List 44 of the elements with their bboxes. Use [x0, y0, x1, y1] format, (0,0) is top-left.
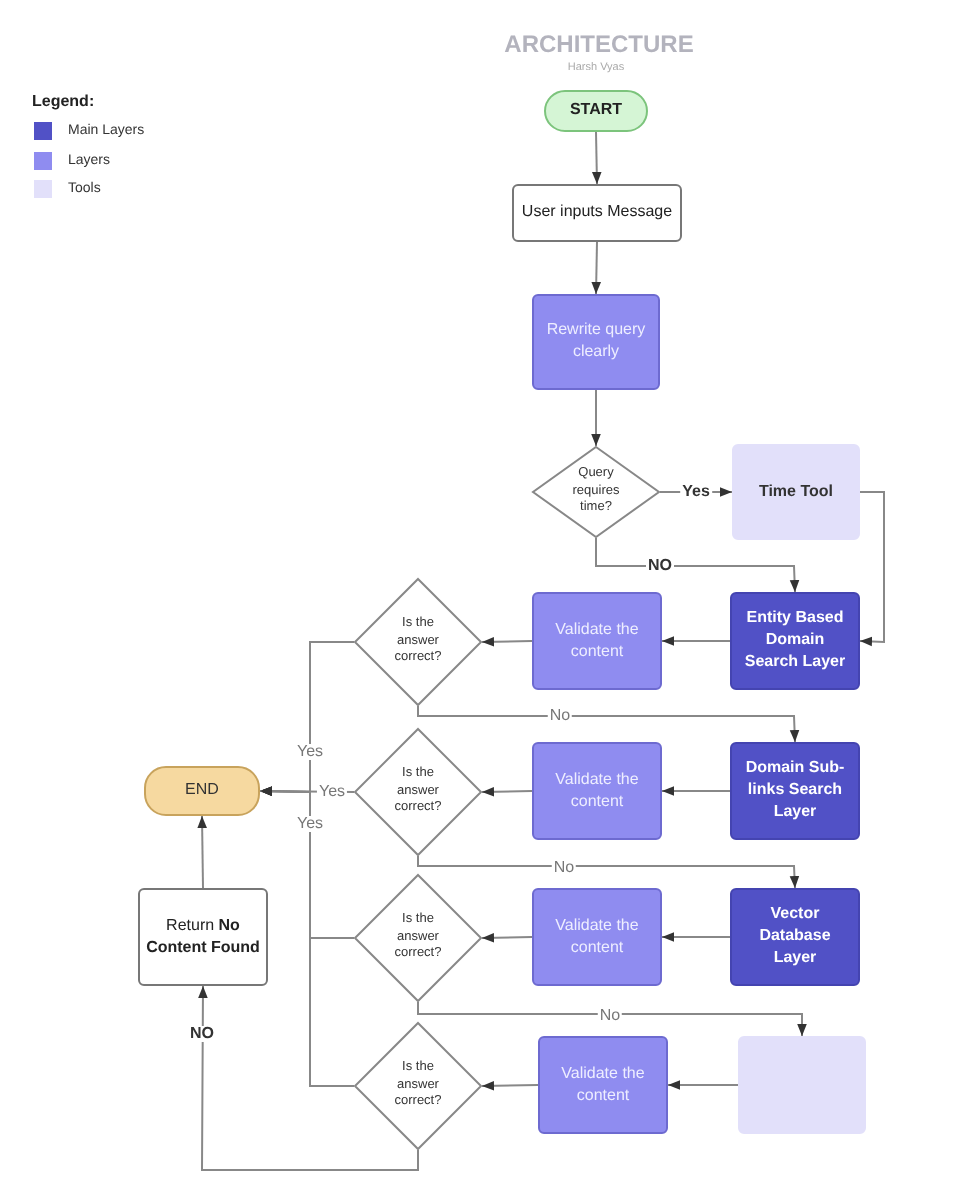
process-box: Validate the content [532, 888, 662, 986]
arrow [481, 1081, 539, 1091]
edge-label: No [597, 1008, 623, 1024]
edge-label: No [547, 708, 573, 724]
title: ARCHITECTURE [502, 30, 696, 58]
arrow [197, 815, 207, 889]
arrow [667, 1080, 739, 1090]
arrow [417, 705, 800, 743]
process-box: Rewrite query clearly [532, 294, 660, 390]
arrow [591, 131, 602, 185]
end-terminal: END [144, 766, 260, 816]
layer-box: Entity Based Domain Search Layer [730, 592, 860, 690]
arrow [198, 985, 419, 1171]
arrow [661, 636, 731, 646]
process-box: User inputs Message [512, 184, 682, 242]
arrow [481, 932, 533, 943]
arrow [259, 786, 355, 1087]
legend-heading: Legend: [32, 92, 95, 110]
arrow [661, 932, 731, 942]
arrow [591, 241, 602, 295]
edge-label: Yes [294, 816, 326, 832]
process-box: Validate the content [538, 1036, 668, 1134]
arrow [661, 786, 731, 796]
layer-box: Vector Database Layer [730, 888, 860, 986]
arrow [417, 1001, 807, 1037]
process-box: Return No Content Found [138, 888, 268, 986]
process-box: Validate the content [532, 592, 662, 690]
start-terminal: START [544, 90, 648, 132]
arrow [595, 537, 800, 593]
arrow [859, 491, 885, 647]
tool-box: Time Tool [732, 444, 860, 540]
tool-box [738, 1036, 866, 1134]
edge-label: No [551, 860, 577, 876]
arrow [481, 636, 533, 647]
arrow [481, 786, 533, 797]
edge-label: Yes [294, 744, 326, 760]
edge-label: Yes [680, 484, 712, 500]
edge-label: NO [646, 558, 674, 574]
process-box: Validate the content [532, 742, 662, 840]
edge-label: Yes [316, 784, 348, 800]
arrow [417, 855, 800, 889]
arrow [591, 389, 601, 447]
layer-box: Domain Sub-links Search Layer [730, 742, 860, 840]
edge-label: NO [188, 1026, 216, 1042]
